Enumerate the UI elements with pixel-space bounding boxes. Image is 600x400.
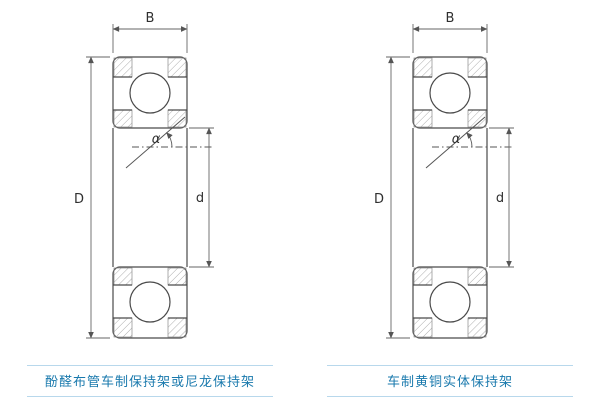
hatch-inner-ring-left bbox=[113, 267, 133, 286]
contact-angle-label: α bbox=[152, 132, 161, 147]
caption-left: 酚醛布管车制保持架或尼龙保持架 bbox=[27, 365, 273, 397]
hatch-inner-ring-left bbox=[113, 109, 133, 128]
dimension-lines bbox=[86, 24, 214, 339]
bearing-cross-section bbox=[112, 56, 214, 339]
caption-right: 车制黄铜实体保持架 bbox=[327, 365, 573, 397]
hatch-outer-ring-right bbox=[167, 57, 187, 78]
hatch-inner-ring-right bbox=[167, 267, 187, 286]
contact-angle-label: α bbox=[452, 132, 461, 147]
bearing-drawing-right: B D d α bbox=[374, 11, 514, 339]
contact-angle-arc-arrow bbox=[466, 132, 473, 148]
bearing-drawing-left: B D d α bbox=[74, 11, 214, 339]
ball-bottom bbox=[429, 281, 471, 323]
hatch-inner-ring-left bbox=[413, 267, 433, 286]
contact-angle-line bbox=[125, 116, 186, 169]
bearing-figure-left: B D d α 酚醛布管车制保持架或尼龙保持架 bbox=[27, 11, 273, 397]
contact-angle-arc-arrow bbox=[166, 132, 173, 148]
dimension-b-label: B bbox=[146, 11, 155, 26]
hatch-outer-ring-right bbox=[167, 317, 187, 338]
dimension-bore-diameter-label: d bbox=[496, 191, 504, 206]
dimension-outer-diameter-label: D bbox=[74, 192, 84, 207]
hatch-outer-ring-left bbox=[413, 317, 433, 338]
bearing-cross-section bbox=[412, 56, 514, 339]
dimension-lines bbox=[386, 24, 514, 339]
hatch-outer-ring-left bbox=[413, 57, 433, 78]
hatch-inner-ring-right bbox=[467, 267, 487, 286]
contact-angle-line bbox=[425, 116, 486, 169]
hatch-inner-ring-left bbox=[413, 109, 433, 128]
dimension-bore-diameter-label: d bbox=[196, 191, 204, 206]
dimension-outer-diameter-label: D bbox=[374, 192, 384, 207]
ball-top bbox=[129, 72, 171, 114]
hatch-outer-ring-right bbox=[467, 57, 487, 78]
hatch-outer-ring-left bbox=[113, 57, 133, 78]
dimension-b-label: B bbox=[446, 11, 455, 26]
ball-bottom bbox=[129, 281, 171, 323]
bearing-figure-right: B D d α 车制黄铜实体保持架 bbox=[300, 0, 600, 400]
ball-top bbox=[429, 72, 471, 114]
hatch-outer-ring-left bbox=[113, 317, 133, 338]
hatch-outer-ring-right bbox=[467, 317, 487, 338]
